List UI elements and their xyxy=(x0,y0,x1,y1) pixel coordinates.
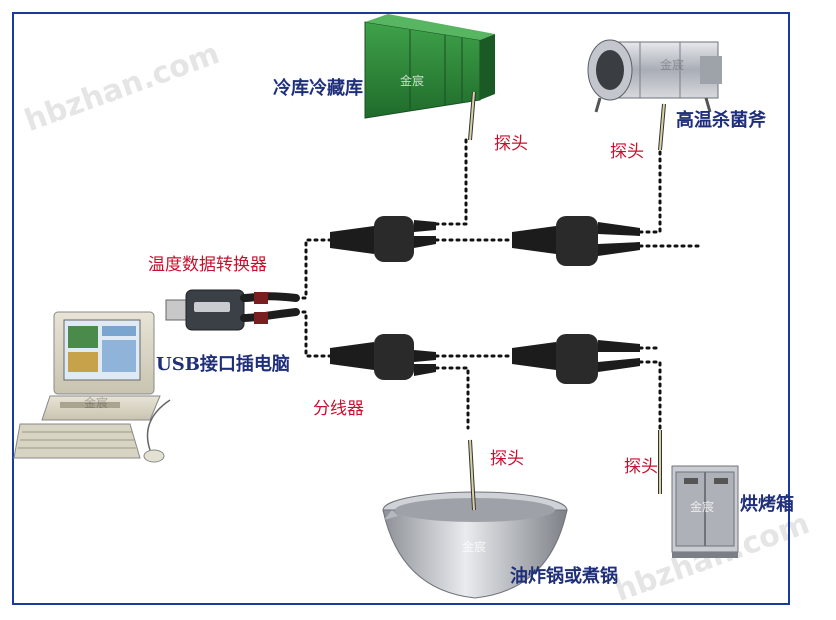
dotted-cables xyxy=(294,138,702,432)
usb-converter-image xyxy=(165,289,300,331)
computer-image xyxy=(13,311,171,463)
probe-2-image xyxy=(658,103,666,151)
label-cold-storage: 冷库冷藏库 xyxy=(273,78,363,99)
watermark-brand-computer: 金宸 xyxy=(84,396,109,410)
watermark-brand-oven: 金宸 xyxy=(690,500,715,514)
label-probe-1: 探头 xyxy=(494,134,528,154)
label-probe-4: 探头 xyxy=(624,457,658,477)
splitter-lower-right-image xyxy=(512,334,640,384)
label-fryer: 油炸锅或煮锅 xyxy=(510,566,618,587)
label-probe-3: 探头 xyxy=(490,449,524,469)
sterilizer-image xyxy=(587,39,722,113)
label-sterilizer: 高温杀菌斧 xyxy=(676,110,766,131)
label-probe-2: 探头 xyxy=(610,142,644,162)
fryer-pot-image xyxy=(382,491,568,599)
label-splitter: 分线器 xyxy=(313,399,364,419)
splitter-upper-left-image xyxy=(330,216,436,262)
cold-storage-image xyxy=(364,14,495,119)
oven-image xyxy=(671,465,739,558)
watermark-brand-sterilizer: 金宸 xyxy=(660,58,685,72)
label-usb-pc: USB接口插电脑 xyxy=(156,354,290,375)
splitter-lower-left-image xyxy=(330,334,436,380)
diagram-border xyxy=(12,12,790,605)
watermark-brand-cold-storage: 金宸 xyxy=(400,74,425,88)
splitter-upper-right-image xyxy=(512,216,640,266)
watermark-brand-fryer: 金宸 xyxy=(462,540,487,554)
label-converter: 温度数据转换器 xyxy=(148,255,267,275)
probe-3-image xyxy=(468,439,476,511)
probe-1-image xyxy=(468,91,476,141)
label-oven: 烘烤箱 xyxy=(740,494,794,515)
